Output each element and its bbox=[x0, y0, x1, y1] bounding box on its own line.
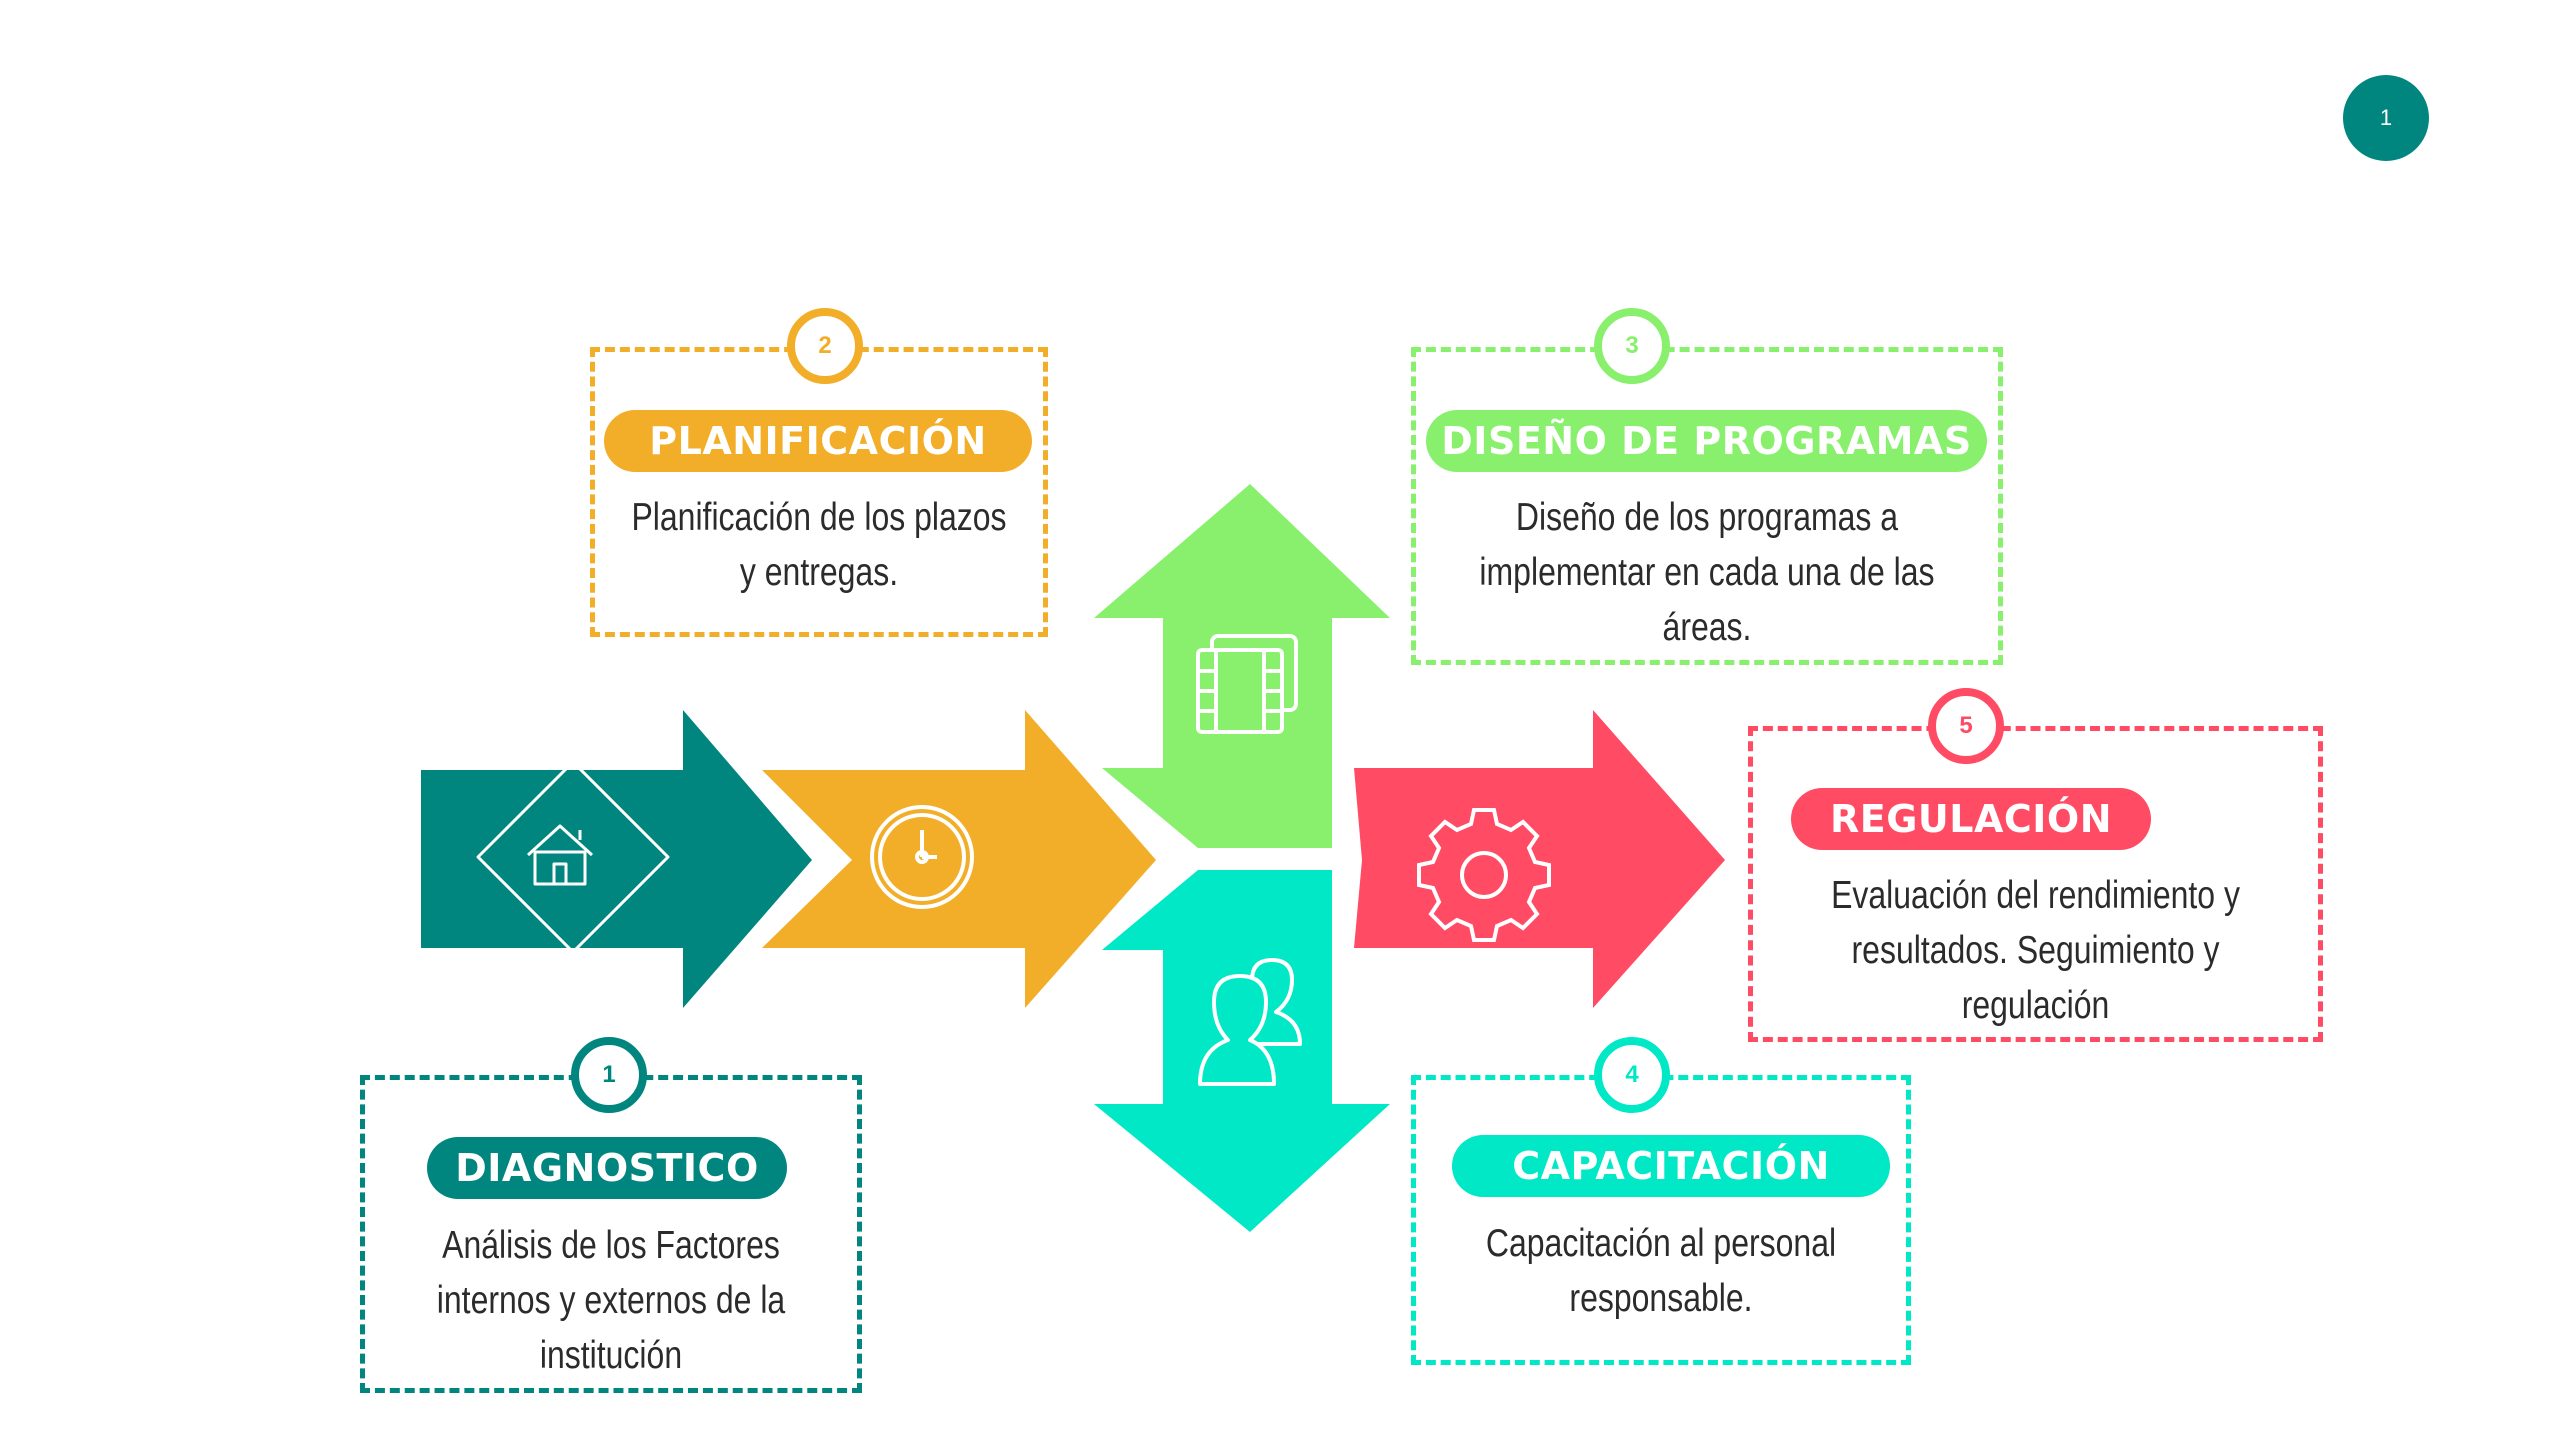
step-box-capacitacion bbox=[1411, 1075, 1911, 1365]
step-desc-diagnostico: Análisis de los Factores internos y exte… bbox=[436, 1224, 786, 1377]
step-title-diagnostico: DIAGNOSTICO bbox=[427, 1137, 787, 1199]
step-box-diagnostico bbox=[360, 1075, 862, 1393]
step-number-badge-2: 2 bbox=[787, 308, 863, 384]
step-title-capacitacion: CAPACITACIÓN bbox=[1452, 1135, 1890, 1197]
page-number: 1 bbox=[2343, 75, 2429, 161]
step-number-badge-5: 5 bbox=[1928, 688, 2004, 764]
arrow-diagnostico bbox=[421, 710, 812, 1008]
step-number-badge-4: 4 bbox=[1594, 1037, 1670, 1113]
clock-icon bbox=[870, 805, 974, 909]
step-desc-diseno: Diseño de los programas a implementar en… bbox=[1479, 496, 1935, 649]
step-number-badge-1: 1 bbox=[571, 1037, 647, 1113]
gear-icon bbox=[1417, 808, 1551, 942]
home-icon bbox=[476, 760, 670, 954]
arrow-planificacion bbox=[762, 710, 1156, 1008]
step-title-regulacion: REGULACIÓN bbox=[1791, 788, 2151, 850]
step-title-planificacion: PLANIFICACIÓN bbox=[604, 410, 1032, 472]
step-title-diseno: DISEÑO DE PROGRAMAS bbox=[1426, 410, 1987, 472]
film-icon bbox=[1196, 634, 1298, 734]
step-box-diseno bbox=[1411, 347, 2003, 665]
arrow-regulacion bbox=[1354, 710, 1725, 1008]
step-box-planificacion bbox=[590, 347, 1048, 637]
step-number-badge-3: 3 bbox=[1594, 308, 1670, 384]
users-icon bbox=[1198, 958, 1302, 1086]
step-desc-regulacion: Evaluación del rendimiento y resultados.… bbox=[1831, 874, 2240, 1027]
step-box-regulacion bbox=[1748, 726, 2323, 1042]
step-desc-capacitacion: Capacitación al personal responsable. bbox=[1485, 1222, 1837, 1320]
step-desc-planificacion: Planificación de los plazos y entregas. bbox=[631, 496, 1007, 594]
